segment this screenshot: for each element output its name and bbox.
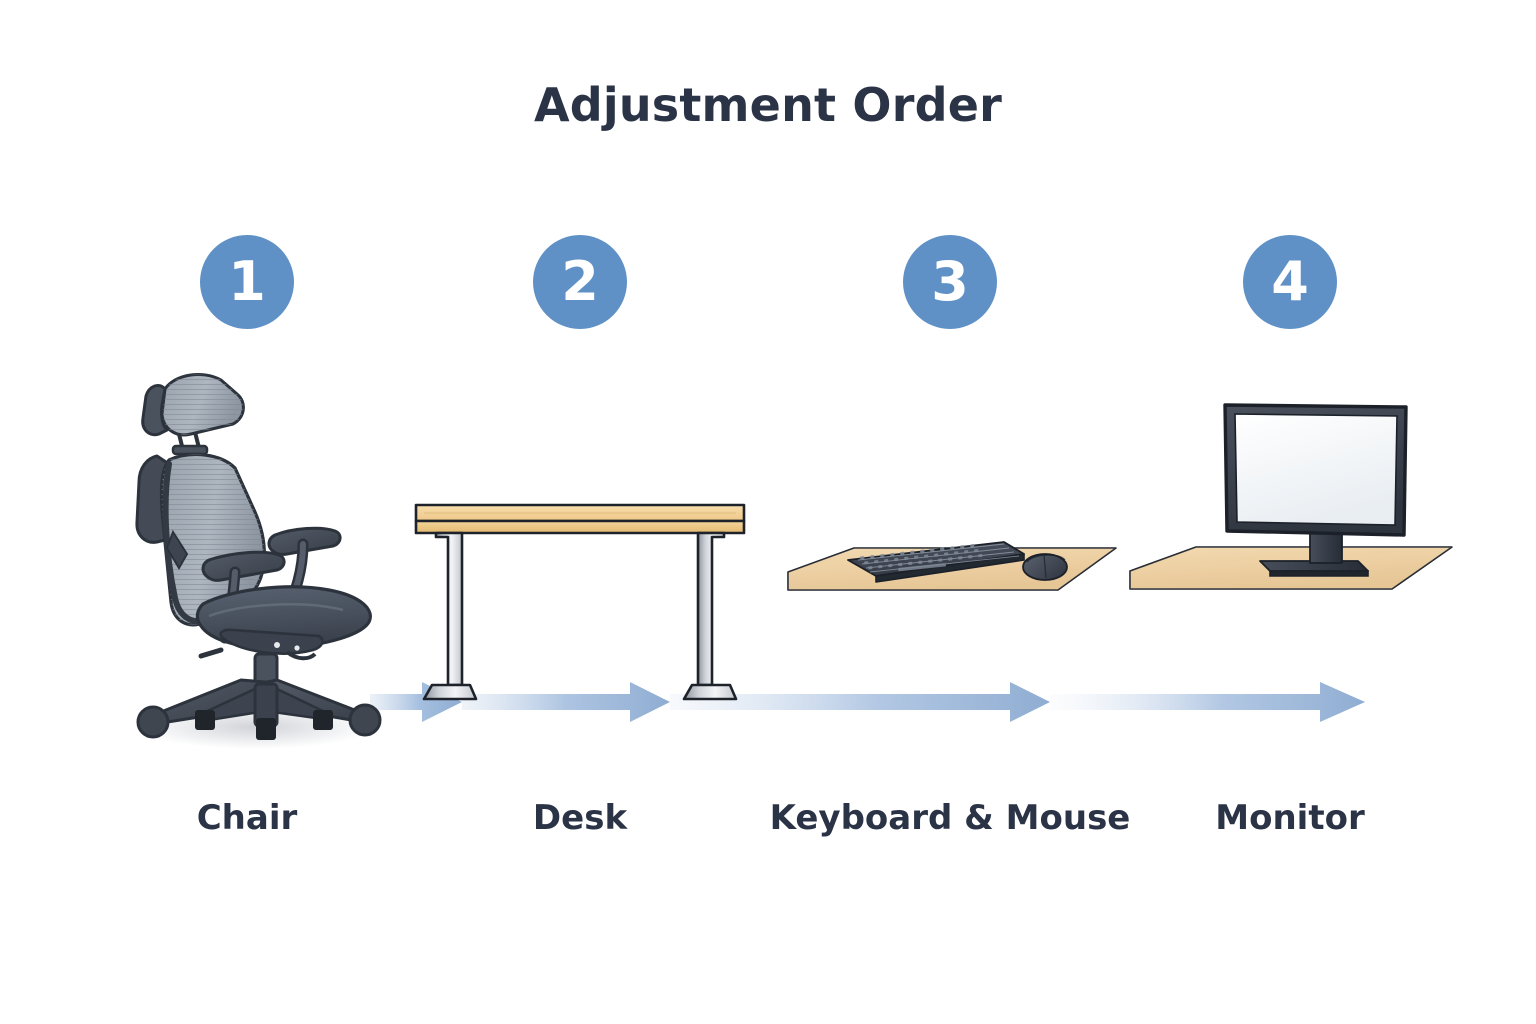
flow-arrow-segment-4 [1050,682,1365,722]
page-title: Adjustment Order [533,78,1003,132]
step-label-chair: Chair [196,798,298,838]
step-number-badge-1: 1 [200,235,294,329]
office-chair-icon [135,373,382,749]
monitor-screen [1223,403,1408,537]
desk-top [414,503,746,535]
chair-base [136,678,382,740]
step-number-badge-4: 4 [1243,235,1337,329]
monitor-icon [1129,403,1453,590]
desk-icon [414,503,746,701]
step-label-desk: Desk [532,798,628,838]
step-number-badge-2: 2 [533,235,627,329]
desk-leg-right [682,531,738,701]
flow-arrow-segment-2 [462,682,670,722]
keyboard-mouse-icon [787,541,1117,591]
keyboard-icon [847,541,1025,583]
chair-headrest [141,373,245,456]
flow-arrow-segment-3 [670,682,1050,722]
chair-mechanism [198,628,324,661]
step-label-keyboard-mouse: Keyboard & Mouse [769,798,1131,838]
mouse-icon [1022,553,1068,581]
step-number-badge-3: 3 [903,235,997,329]
step-label-monitor: Monitor [1215,798,1365,838]
desk-leg-left [422,531,478,701]
